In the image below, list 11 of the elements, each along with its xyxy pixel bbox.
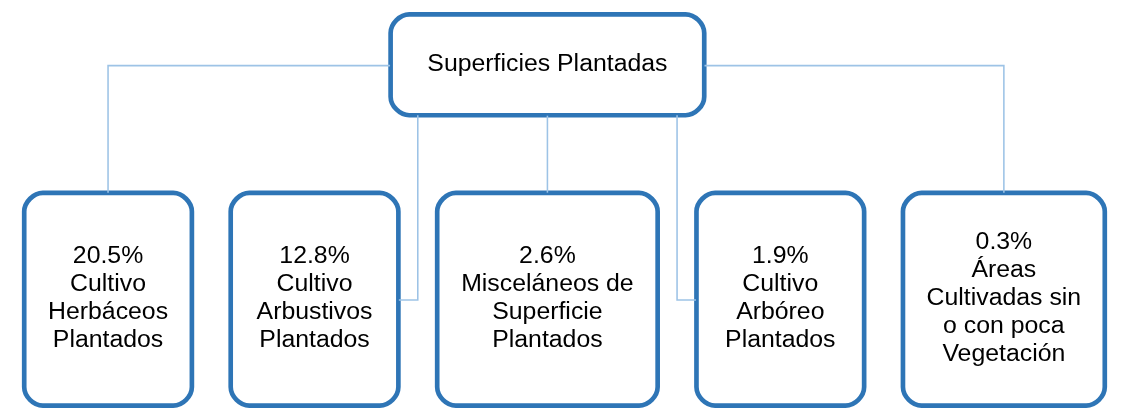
node-box: 20.5% Cultivo Herbáceos Plantados: [21, 190, 194, 408]
connector: [106, 64, 391, 194]
node-box: 0.3% Áreas Cultivadas sin o con poca Vegetación: [900, 190, 1107, 408]
node-box: Superficies Plantadas: [387, 12, 707, 118]
node-box: 1.9% Cultivo Arbóreo Plantados: [693, 190, 866, 408]
connector: [397, 114, 419, 301]
connector: [675, 114, 697, 301]
node-box: 2.6% Misceláneos de Superficie Plantados: [434, 190, 660, 408]
connector: [703, 64, 1005, 194]
node-box: 12.8% Cultivo Arbustivos Plantados: [227, 190, 401, 408]
connector: [546, 114, 548, 194]
